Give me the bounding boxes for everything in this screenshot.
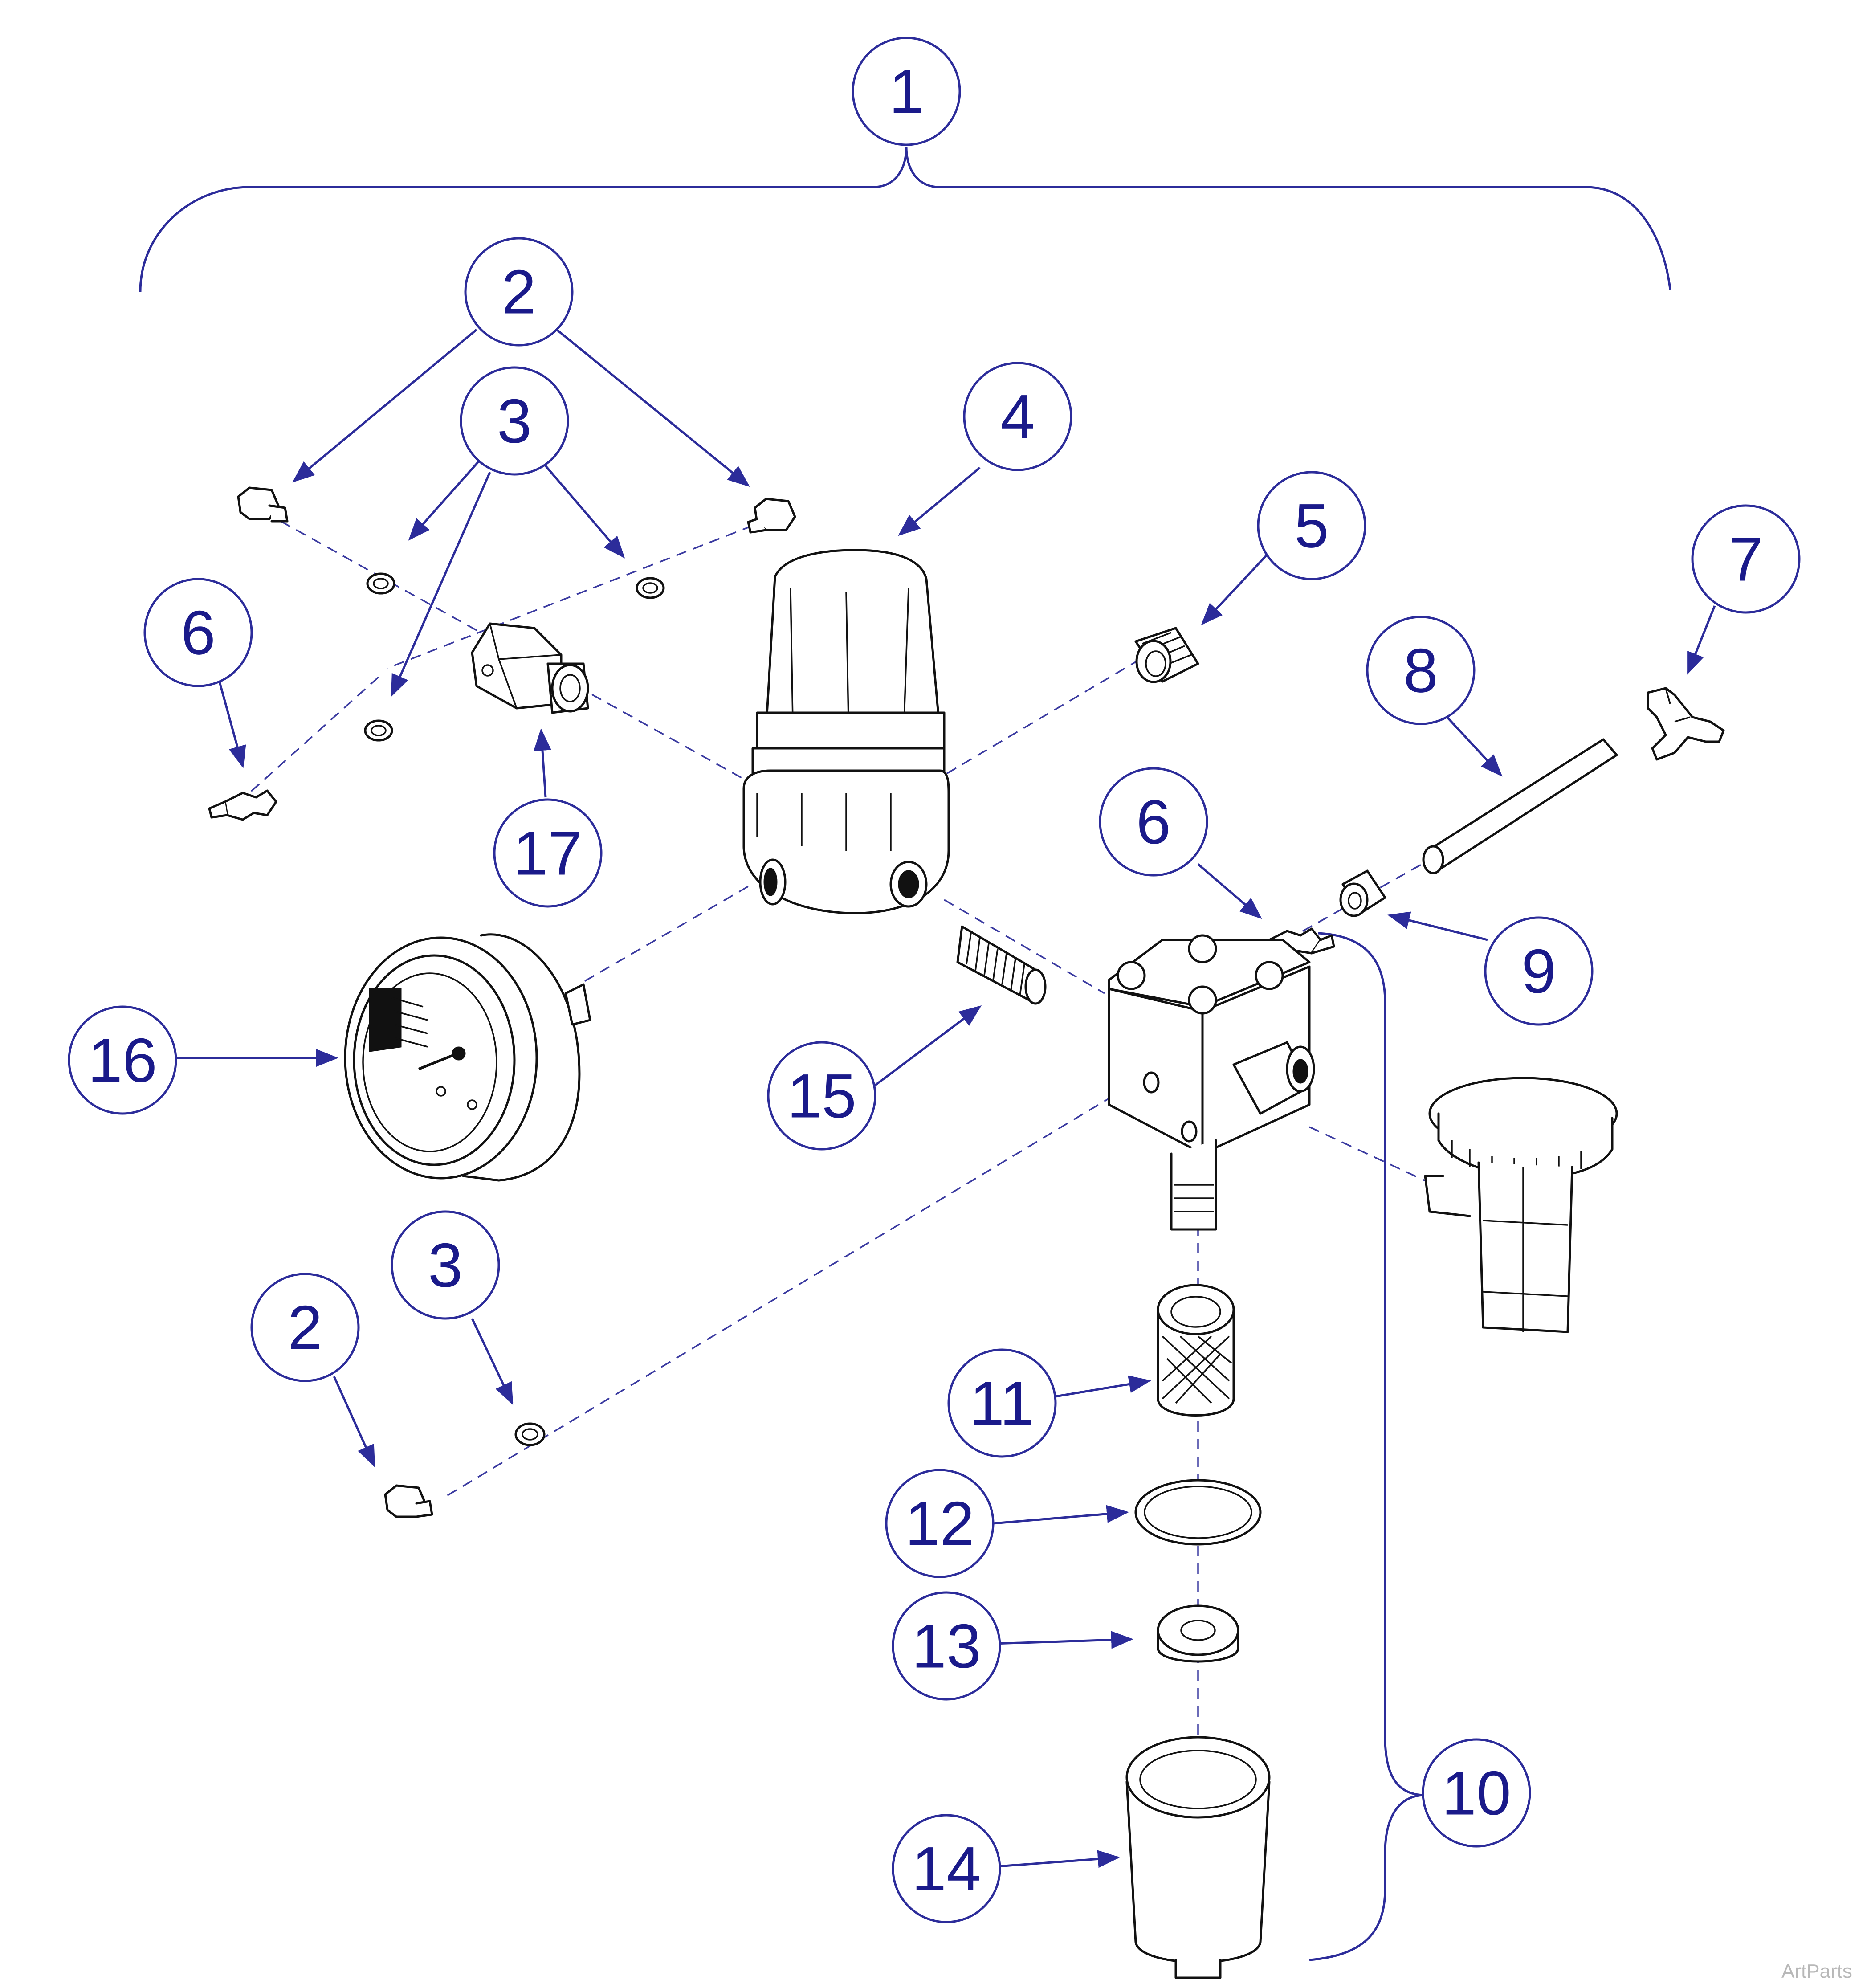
callout-9-label: 9 — [1521, 936, 1556, 1006]
callout-3: 3 — [460, 366, 569, 476]
callout-7-label: 7 — [1728, 524, 1763, 594]
o-ring-part-3 — [364, 572, 665, 742]
tee-fitting-part-7 — [1647, 687, 1725, 761]
plug-part-5 — [1134, 627, 1199, 683]
callout-1-label: 1 — [889, 57, 924, 127]
callout-13-label: 13 — [912, 1611, 981, 1681]
callout-5: 5 — [1257, 471, 1366, 580]
assembly-bracket — [139, 147, 1671, 292]
o-ring-part-12 — [1134, 1479, 1262, 1546]
callout-11-label: 11 — [970, 1368, 1034, 1438]
manifold-block — [1108, 934, 1315, 1231]
plug-part-2a — [237, 486, 289, 523]
plug-part-2b — [747, 498, 796, 534]
callout-6: 6 — [143, 578, 253, 687]
knurled-nut-part-11 — [1157, 1284, 1235, 1417]
nipple-part-15 — [956, 925, 1047, 1005]
tube-part-8 — [1422, 738, 1618, 874]
callout-4-label: 4 — [1000, 382, 1035, 452]
o-ring-part-3b — [514, 1422, 546, 1446]
valve-knob-assembly — [1424, 1077, 1618, 1333]
callout-6-label: 6 — [181, 598, 216, 668]
callout-12: 12 — [885, 1469, 995, 1578]
plug-part-2c — [384, 1484, 433, 1518]
callout-3-label: 3 — [497, 386, 532, 456]
callout-3b-label: 3 — [428, 1230, 463, 1300]
callout-14: 14 — [892, 1814, 1001, 1923]
callout-11: 11 — [947, 1348, 1057, 1458]
hose-barb-part-6a — [208, 789, 277, 821]
callout-16: 16 — [68, 1005, 177, 1115]
callout-4: 4 — [963, 362, 1072, 471]
callout-17-label: 17 — [513, 818, 583, 888]
callout-8: 8 — [1366, 616, 1476, 725]
callout-16-label: 16 — [88, 1025, 157, 1095]
callout-15-label: 15 — [787, 1061, 856, 1131]
callout-17: 17 — [493, 798, 603, 908]
callout-9: 9 — [1484, 916, 1594, 1026]
callout-2-label: 2 — [501, 257, 536, 327]
watermark: ArtParts — [1781, 1960, 1852, 1982]
callout-8-label: 8 — [1403, 636, 1438, 706]
callout-2: 2 — [464, 237, 574, 347]
bowl-part-14 — [1125, 1736, 1271, 1979]
regulator-part-4 — [742, 549, 950, 914]
callout-6b: 6 — [1099, 767, 1208, 877]
leader-lines — [174, 329, 1716, 1868]
callout-15: 15 — [767, 1041, 876, 1151]
callout-12-label: 12 — [905, 1489, 974, 1559]
callout-10-label: 10 — [1442, 1758, 1511, 1828]
fitting-block-part-17 — [471, 622, 589, 714]
callout-14-label: 14 — [912, 1834, 981, 1904]
nut-part-13 — [1157, 1604, 1239, 1663]
callout-3b: 3 — [391, 1210, 500, 1320]
callout-7: 7 — [1691, 504, 1801, 614]
callout-2b-label: 2 — [288, 1293, 322, 1363]
callout-1: 1 — [852, 37, 961, 146]
pressure-gauge-part-16 — [344, 933, 591, 1182]
callout-2b: 2 — [250, 1273, 360, 1382]
callout-6b-label: 6 — [1136, 787, 1171, 857]
subassembly-bracket — [1309, 932, 1426, 1961]
collar-part-9 — [1339, 869, 1386, 917]
callout-10: 10 — [1422, 1738, 1531, 1848]
callout-5-label: 5 — [1294, 491, 1329, 561]
callout-13: 13 — [892, 1591, 1001, 1701]
